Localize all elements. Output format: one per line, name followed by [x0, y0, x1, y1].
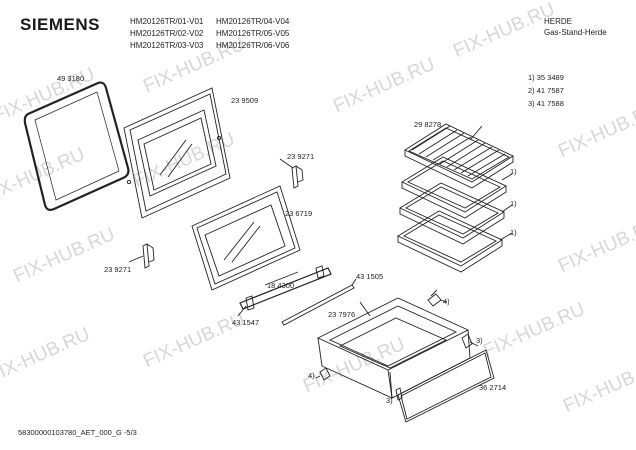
footnote-ref: 1) — [510, 228, 517, 237]
part-number-label: 23 6719 — [285, 209, 313, 218]
model-number: HM20126TR/01-V01 — [130, 17, 204, 26]
grill-rack — [404, 123, 514, 189]
footnote: 2) 41 7587 — [528, 86, 564, 95]
type-label: Gas-Stand-Herde — [544, 28, 607, 37]
footnote-ref: 3) — [386, 396, 393, 405]
model-number: HM20126TR/06-V06 — [216, 41, 290, 50]
baking-tray — [397, 210, 503, 273]
inner-door-panel — [123, 87, 231, 219]
model-number: HM20126TR/04-V04 — [216, 17, 290, 26]
part-number-label: 43 1505 — [356, 272, 384, 281]
footnote-ref: 4) — [443, 297, 450, 306]
brand-logo: SIEMENS — [20, 15, 101, 34]
clip — [427, 289, 448, 307]
footnote-ref: 1) — [510, 199, 517, 208]
clip — [395, 387, 403, 401]
part-number-label: 23 7976 — [328, 310, 356, 319]
model-number: HM20126TR/02-V02 — [130, 29, 204, 38]
document-number: 58300000103780_AET_000_G -5/3 — [18, 428, 137, 437]
footnote-ref: 1) — [510, 167, 517, 176]
door-handle — [239, 265, 332, 311]
door-gasket — [23, 81, 130, 211]
trim-strip — [281, 278, 357, 326]
footnote-ref: 3) — [476, 336, 483, 345]
outer-door-glass — [191, 185, 301, 291]
hinge — [279, 158, 304, 189]
part-number-label: 43 1547 — [232, 318, 260, 327]
part-number-label: 29 8278 — [414, 120, 442, 129]
baking-tray — [401, 156, 507, 219]
baking-tray — [399, 182, 505, 245]
hinge — [128, 243, 155, 269]
model-number: HM20126TR/05-V05 — [216, 29, 290, 38]
clip — [461, 333, 473, 349]
part-number-label: 36 2714 — [479, 383, 507, 392]
part-number-label: 18 4300 — [267, 281, 295, 290]
model-number: HM20126TR/03-V03 — [130, 41, 204, 50]
drawer-front-panel — [397, 349, 495, 423]
footnote-ref: 4) — [308, 371, 315, 380]
part-number-label: 49 3180 — [57, 74, 85, 83]
part-number-label: 23 9271 — [287, 152, 315, 161]
footnote: 3) 41 7588 — [528, 99, 564, 108]
footnote: 1) 35 3489 — [528, 73, 564, 82]
clip — [315, 367, 331, 381]
part-number-label: 23 9271 — [104, 265, 132, 274]
category-label: HERDE — [544, 17, 573, 26]
part-number-label: 23 9509 — [231, 96, 259, 105]
